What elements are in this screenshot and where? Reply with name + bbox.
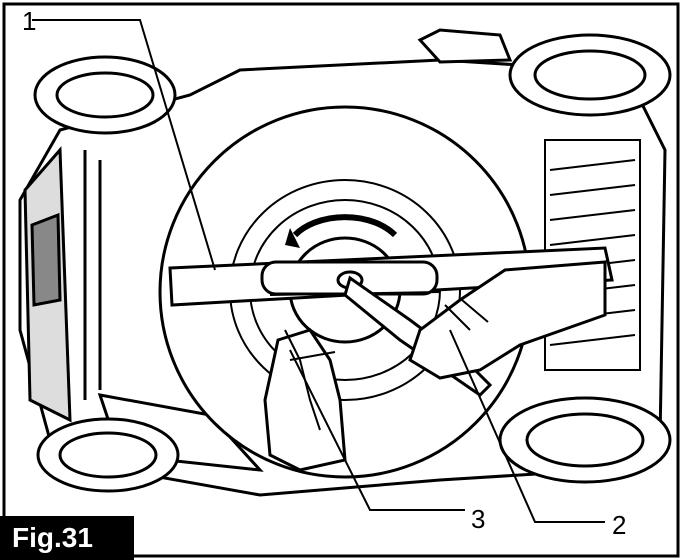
- callout-3: 3: [471, 504, 486, 534]
- callout-2: 2: [612, 510, 627, 540]
- wheels: [33, 33, 672, 493]
- leader-lines: [32, 19, 605, 523]
- callout-1: 1: [22, 6, 37, 36]
- figure-label: Fig.31: [0, 516, 134, 560]
